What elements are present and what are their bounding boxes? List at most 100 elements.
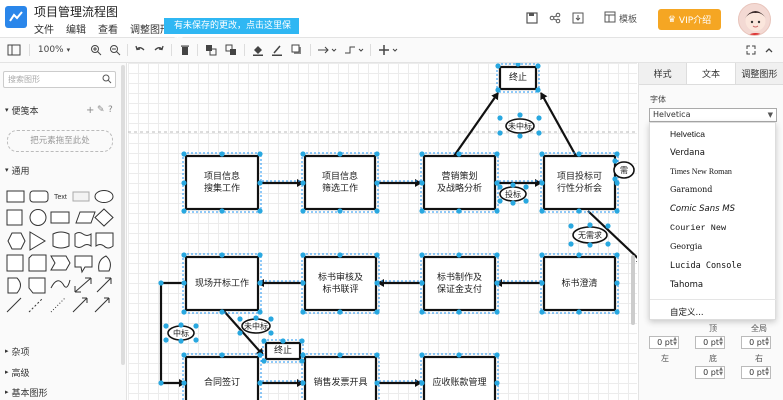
zoom-out-icon[interactable] — [108, 43, 122, 57]
label-win[interactable]: 中标 — [173, 328, 189, 338]
font-option-tahoma[interactable]: Tahoma — [670, 280, 704, 290]
font-option-courier[interactable]: Courier New — [670, 223, 727, 233]
shape-tape — [74, 232, 92, 248]
menu-arrange[interactable]: 调整图形 — [130, 25, 170, 36]
misc-title: 杂项 — [11, 347, 30, 358]
shape-parallelogram — [75, 211, 96, 224]
diagram-canvas[interactable]: 终止 项目信息 搜集工作 项目信息 筛选工作 营销策划 及战略分析 项目投标可 … — [128, 63, 637, 400]
template-button[interactable]: 模板 — [604, 11, 637, 26]
tab-text[interactable]: 文本 — [687, 63, 736, 84]
to-front-icon[interactable] — [204, 43, 218, 57]
font-option-comic-sans[interactable]: Comic Sans MS — [670, 204, 736, 214]
node-onsite-label[interactable]: 现场开标工作 — [194, 278, 249, 289]
sidebar-scrollbar[interactable] — [121, 65, 125, 365]
fill-color-icon[interactable] — [251, 43, 265, 57]
advanced-section-header[interactable]: ▸ 高级 — [0, 365, 126, 379]
node-feasibility-label[interactable]: 项目投标可 行性分析会 — [556, 171, 602, 194]
menu-edit[interactable]: 编辑 — [66, 25, 86, 36]
edge-label-pills — [167, 118, 635, 341]
shape-line — [6, 297, 22, 313]
avatar[interactable] — [738, 3, 771, 36]
font-option-custom[interactable]: 自定义... — [670, 308, 704, 318]
general-section-header[interactable]: ▾ 通用 — [0, 163, 126, 177]
chevron-right-icon: ▸ — [5, 347, 9, 355]
canvas-scrollbar[interactable] — [631, 255, 635, 325]
scratchpad-header[interactable]: ▾ 便笺本 + ✎ ? — [0, 103, 126, 117]
zoom-select[interactable]: 100%▾ — [37, 45, 71, 55]
node-invoice-label[interactable]: 销售发票开具 — [313, 378, 368, 388]
delete-icon[interactable] — [178, 43, 192, 57]
spacing-left-input[interactable]: 0 pt▲▼ — [649, 336, 679, 349]
shape-dashed-line — [28, 297, 44, 313]
waypoint-style-icon[interactable] — [343, 43, 365, 57]
font-option-garamond[interactable]: Garamond — [670, 185, 713, 194]
panel-toggle-icon[interactable] — [4, 43, 24, 57]
node-receivable-label[interactable]: 应收账款管理 — [432, 378, 487, 388]
menu-file[interactable]: 文件 — [34, 25, 54, 36]
font-dropdown-menu: Helvetica Verdana Times New Roman Garamo… — [649, 122, 777, 320]
label-partial[interactable]: 需 — [620, 165, 628, 175]
shape-ellipse — [94, 190, 114, 203]
unsaved-changes-notice[interactable]: 有未保存的更改，点击这里保存。 — [164, 18, 299, 47]
spacing-bottom-input[interactable]: 0 pt▲▼ — [695, 366, 725, 379]
spacing-top-input[interactable]: 0 pt▲▼ — [695, 336, 725, 349]
label-not-win-2[interactable]: 未中标 — [244, 321, 268, 331]
shape-search-input[interactable]: 搜索图形 — [3, 71, 116, 88]
font-family-select[interactable]: Helvetica ▼ — [649, 108, 777, 122]
redo-icon[interactable] — [152, 43, 166, 57]
spacing-bottom-label: 底 — [709, 354, 717, 363]
share-icon[interactable] — [548, 11, 562, 25]
add-icon[interactable]: + — [86, 104, 95, 116]
insert-icon[interactable] — [377, 43, 399, 57]
node-collect-label[interactable]: 项目信息 搜集工作 — [203, 171, 240, 194]
vip-button[interactable]: ♛ VIP介绍 — [658, 9, 721, 30]
menu-view[interactable]: 查看 — [98, 25, 118, 36]
download-icon[interactable] — [571, 11, 585, 25]
node-review-label[interactable]: 标书审核及 标书联评 — [317, 272, 363, 295]
shape-off-page — [28, 277, 46, 294]
document-title[interactable]: 项目管理流程图 — [34, 5, 119, 19]
search-icon[interactable] — [102, 74, 112, 89]
zoom-in-icon[interactable] — [89, 43, 103, 57]
misc-section-header[interactable]: ▸ 杂项 — [0, 344, 126, 358]
save-icon[interactable] — [525, 11, 539, 25]
spacing-global-input[interactable]: 0 pt▲▼ — [741, 336, 771, 349]
tab-arrange[interactable]: 调整图形 — [735, 63, 783, 84]
line-color-icon[interactable] — [270, 43, 284, 57]
node-prepare-label[interactable]: 标书制作及 保证金支付 — [436, 272, 482, 295]
node-end-top-label[interactable]: 终止 — [508, 73, 527, 83]
node-receivable — [422, 355, 497, 400]
label-not-win[interactable]: 未中标 — [508, 121, 532, 131]
chevron-right-icon: ▸ — [5, 368, 9, 376]
chevron-down-icon: ▾ — [5, 166, 9, 174]
connector-style-icon[interactable] — [316, 43, 338, 57]
node-end-top — [498, 65, 538, 91]
spacing-right-input[interactable]: 0 pt▲▼ — [741, 366, 771, 379]
collapse-toolbar-icon[interactable] — [760, 43, 778, 57]
font-option-times[interactable]: Times New Roman — [670, 167, 732, 176]
label-bid-top[interactable]: 投标 — [505, 189, 521, 199]
node-clarify-label[interactable]: 标书澄清 — [561, 278, 598, 289]
node-end-mid-label[interactable]: 终止 — [273, 346, 292, 356]
edit-icon[interactable]: ✎ — [97, 105, 105, 115]
shape-rectangle — [6, 190, 25, 203]
shape-document — [95, 232, 114, 249]
dropdown-divider — [650, 299, 777, 300]
node-marketing-label[interactable]: 营销策划 及战略分析 — [436, 171, 482, 194]
font-option-lucida[interactable]: Lucida Console — [670, 261, 742, 271]
font-option-georgia[interactable]: Georgia — [670, 242, 703, 251]
shadow-icon[interactable] — [290, 43, 304, 57]
label-no-need[interactable]: 无需求 — [578, 230, 602, 240]
fullscreen-icon[interactable] — [745, 43, 757, 57]
scratchpad-drop-zone[interactable]: 把元素拖至此处 — [7, 130, 113, 152]
tab-style[interactable]: 样式 — [639, 63, 688, 84]
basic-section-header[interactable]: ▸ 基本图形 — [0, 385, 126, 399]
font-option-verdana[interactable]: Verdana — [670, 148, 705, 158]
font-option-helvetica[interactable]: Helvetica — [670, 129, 705, 139]
node-screen-label[interactable]: 项目信息 筛选工作 — [321, 171, 358, 194]
spacing-global-label: 全局 — [751, 324, 767, 333]
to-back-icon[interactable] — [224, 43, 238, 57]
node-contract-label[interactable]: 合同签订 — [203, 378, 240, 388]
help-icon[interactable]: ? — [108, 105, 113, 115]
undo-icon[interactable] — [133, 43, 147, 57]
